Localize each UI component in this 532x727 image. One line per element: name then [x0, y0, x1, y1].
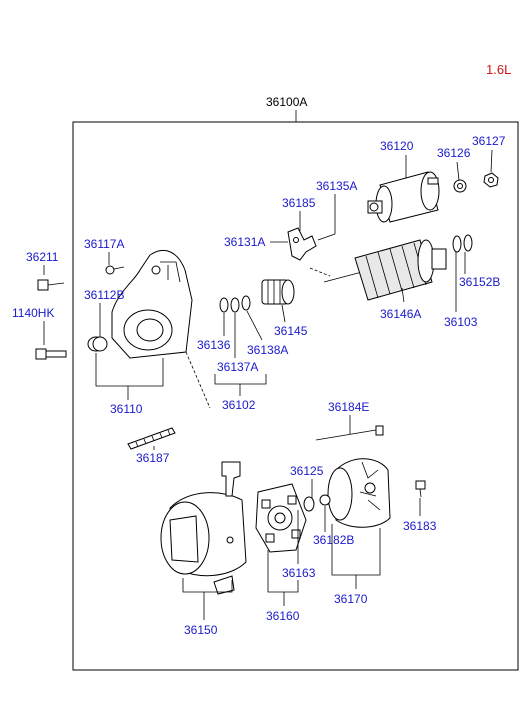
leader — [490, 149, 493, 173]
part-36102-label[interactable]: 36102 — [222, 398, 256, 412]
part-36127-label[interactable]: 36127 — [472, 134, 506, 148]
part-36185-label[interactable]: 36185 — [282, 196, 316, 210]
leader — [317, 233, 336, 241]
part-36184E-label[interactable]: 36184E — [328, 400, 369, 414]
part-36125-label[interactable]: 36125 — [290, 464, 324, 478]
washer-part[interactable] — [453, 179, 467, 193]
stop-ring-part[interactable] — [219, 295, 251, 313]
bracket — [214, 374, 267, 385]
part-36126-label[interactable]: 36126 — [437, 146, 471, 160]
part-36131A-label[interactable]: 36131A — [224, 235, 265, 249]
bracket — [95, 353, 164, 387]
part-36160-label[interactable]: 36160 — [266, 609, 300, 623]
part-36145-label[interactable]: 36145 — [274, 324, 308, 338]
part-36137A-label[interactable]: 36137A — [217, 360, 258, 374]
part-36211-label[interactable]: 36211 — [26, 250, 59, 264]
screw-36183-part[interactable] — [415, 480, 426, 498]
bracket — [267, 550, 299, 593]
spring-part[interactable] — [303, 496, 315, 512]
part-36182B-label[interactable]: 36182B — [313, 533, 354, 547]
bolt-1140HK-part[interactable] — [35, 348, 67, 360]
leader — [401, 287, 405, 303]
through-bolt-part[interactable] — [315, 425, 384, 441]
leader — [456, 161, 460, 181]
nut-part[interactable] — [483, 172, 499, 188]
part-36120-label[interactable]: 36120 — [380, 139, 414, 153]
yoke-part[interactable] — [160, 461, 247, 595]
part-36103-label[interactable]: 36103 — [444, 315, 478, 329]
part-36150-label[interactable]: 36150 — [184, 623, 218, 637]
bolt-small-part[interactable] — [105, 265, 125, 275]
part-36146A-label[interactable]: 36146A — [380, 307, 421, 321]
armature-part[interactable] — [323, 239, 447, 301]
part-1140HK-label[interactable]: 1140HK — [12, 306, 54, 320]
part-36112B-label[interactable]: 36112B — [84, 288, 124, 302]
part-36187-label[interactable]: 36187 — [136, 451, 170, 465]
solenoid-part[interactable] — [367, 171, 440, 223]
part-36183-label[interactable]: 36183 — [403, 519, 437, 533]
cap-part[interactable] — [87, 336, 108, 352]
part-36117A-label[interactable]: 36117A — [84, 237, 124, 251]
part-36135A-label[interactable]: 36135A — [316, 179, 357, 193]
front-housing-part[interactable] — [111, 250, 193, 359]
shift-lever-part[interactable] — [287, 227, 317, 261]
dashed-guide — [309, 267, 331, 277]
assembly-number: 36100A — [266, 95, 307, 109]
leader — [281, 304, 286, 323]
part-36170-label[interactable]: 36170 — [334, 592, 368, 606]
rear-cover-part[interactable] — [327, 458, 391, 528]
bracket — [331, 524, 381, 576]
part-36138A-label[interactable]: 36138A — [247, 343, 288, 357]
part-36136-label[interactable]: 36136 — [197, 338, 231, 352]
part-36110-label[interactable]: 36110 — [110, 402, 143, 416]
engine-label: 1.6L — [486, 62, 511, 77]
screw-36187-part[interactable] — [127, 427, 176, 450]
bolt-36211-part[interactable] — [37, 279, 65, 291]
dashed-guide — [185, 351, 211, 409]
assembly-frame — [72, 121, 519, 671]
part-36152B-label[interactable]: 36152B — [459, 275, 500, 289]
part-36163-label[interactable]: 36163 — [282, 566, 316, 580]
pinion-gear-part[interactable] — [261, 279, 295, 305]
thrust-washer-part[interactable] — [452, 234, 473, 253]
bracket — [182, 578, 233, 593]
bushing-part[interactable] — [319, 494, 331, 506]
brush-holder-part[interactable] — [255, 483, 307, 553]
leader — [246, 310, 263, 341]
